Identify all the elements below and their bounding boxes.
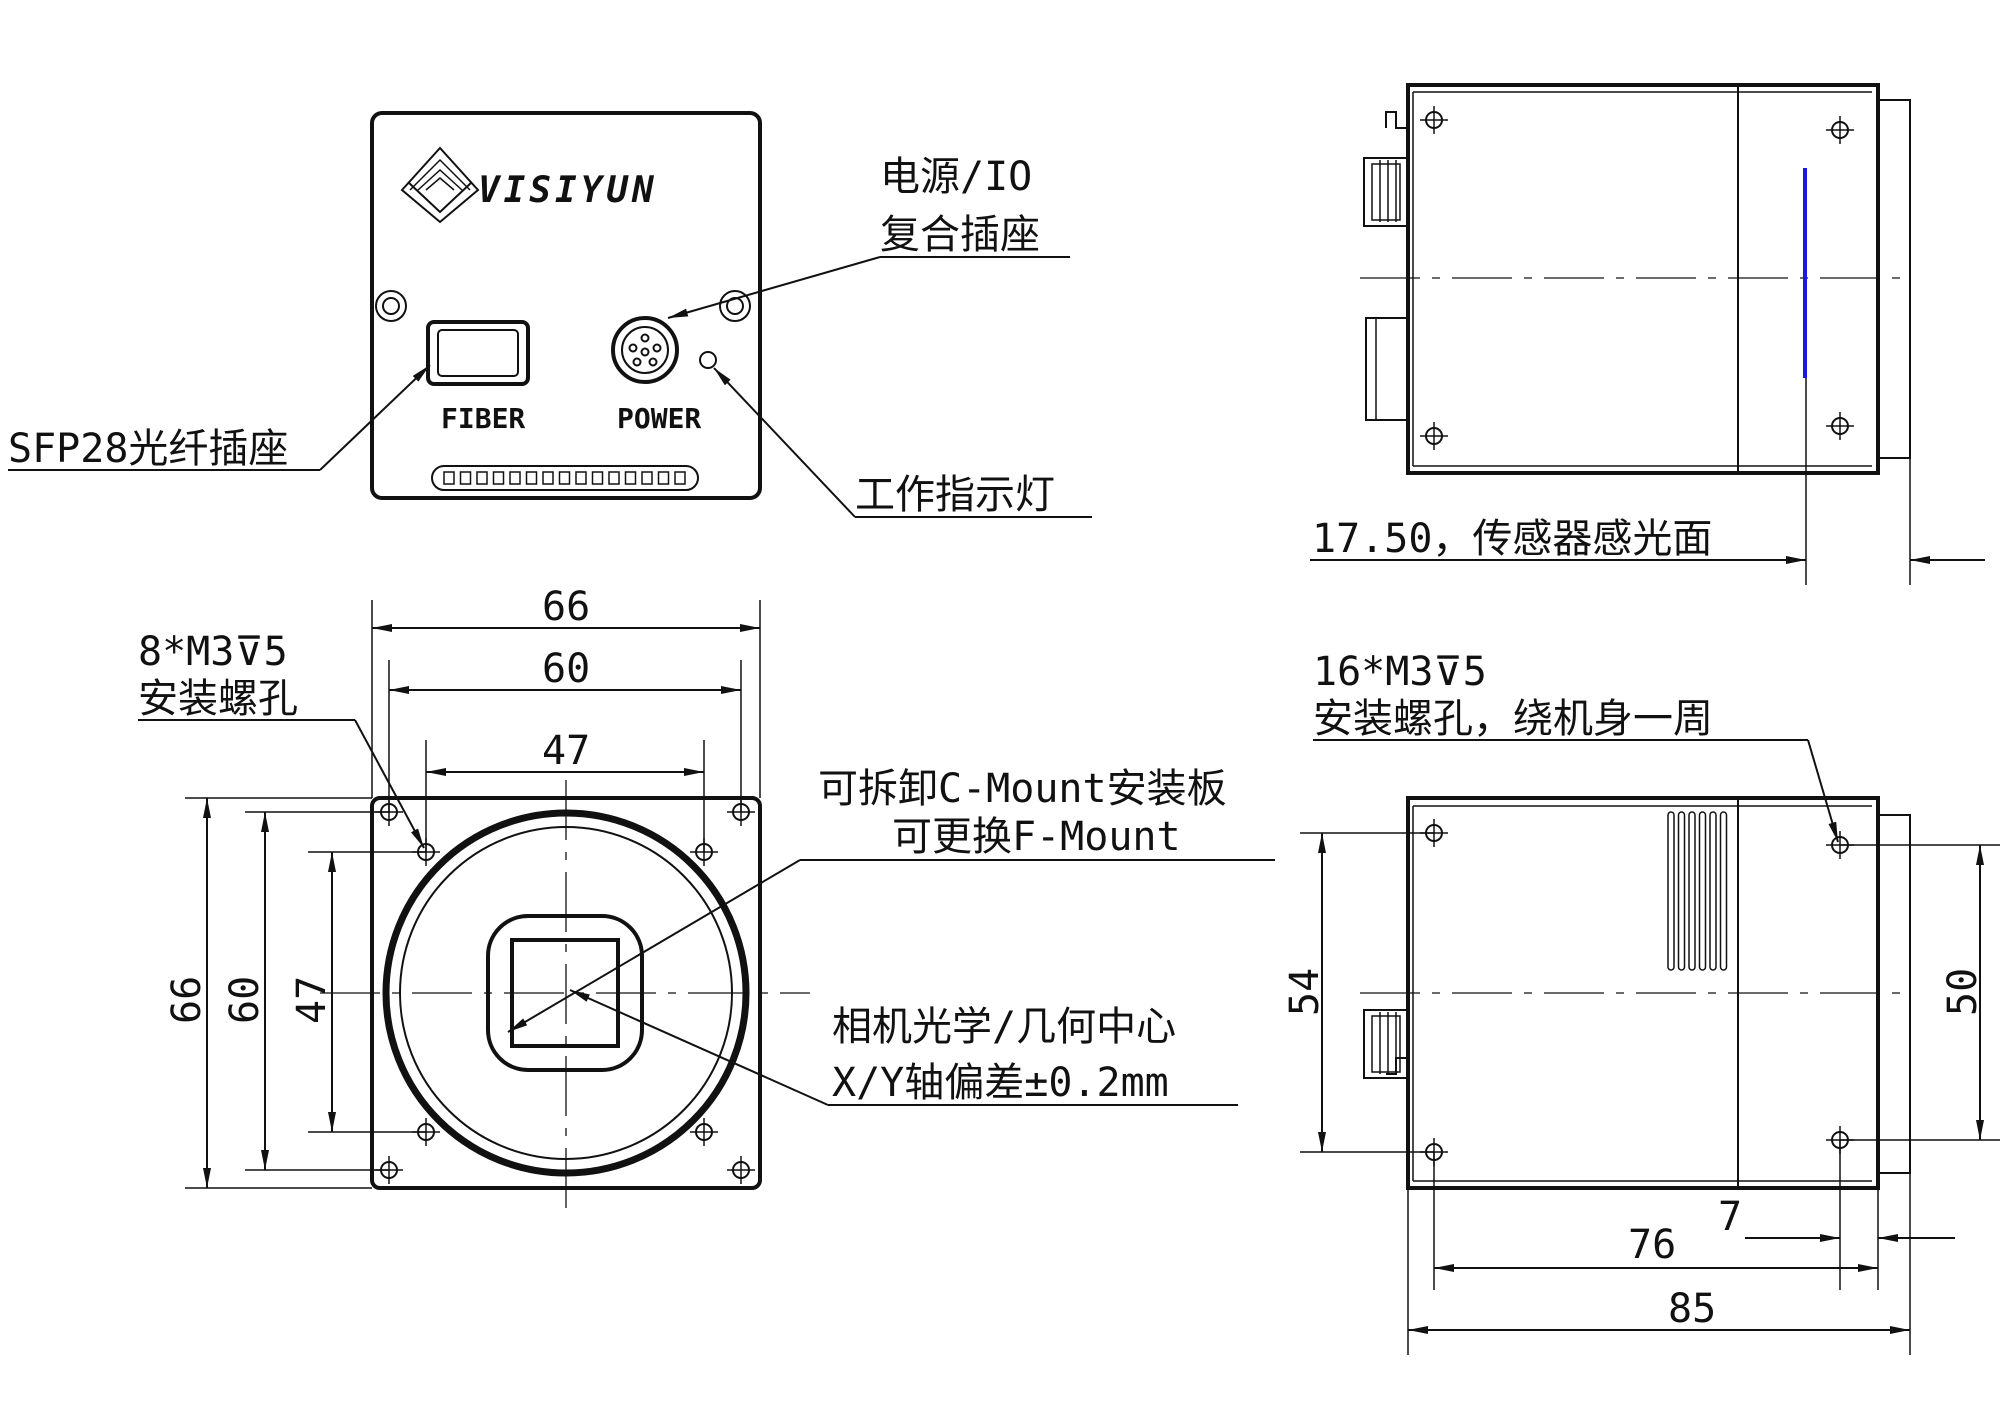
mount-screws bbox=[375, 798, 755, 1184]
mount-callout: 可拆卸C-Mount安装板 可更换F-Mount bbox=[507, 766, 1275, 1033]
optical-center-label-1: 相机光学/几何中心 bbox=[832, 1004, 1176, 1050]
heat-sink-fin bbox=[1719, 811, 1728, 971]
vent-slot bbox=[542, 471, 554, 485]
sensor-plane-label: 17.50，传感器感光面 bbox=[1312, 516, 1712, 562]
vent-slot bbox=[608, 471, 620, 485]
body-outline-top bbox=[1406, 83, 1880, 475]
heat-sink-fin bbox=[1709, 811, 1717, 971]
vent-slot bbox=[657, 471, 670, 485]
width-dimensions: 66 60 47 bbox=[371, 584, 761, 852]
dim-side-50: 50 bbox=[1940, 968, 1986, 1016]
body-screws-callout: 16*M3⊽5 安装螺孔，绕机身一周 bbox=[1313, 649, 1839, 843]
body-screws-label-1: 16*M3⊽5 bbox=[1313, 649, 1487, 695]
vent-slot bbox=[443, 471, 455, 485]
vent-slots bbox=[431, 465, 699, 491]
dim-height-66: 66 bbox=[164, 976, 210, 1024]
indicator-led bbox=[699, 351, 717, 369]
dim-width-60: 60 bbox=[542, 646, 590, 692]
side-screws-top bbox=[1420, 106, 1854, 450]
power-io-label-2: 复合插座 bbox=[880, 212, 1040, 258]
vent-slot bbox=[624, 471, 637, 485]
vent-slot bbox=[492, 471, 505, 485]
vent-slot bbox=[509, 471, 521, 485]
heat-sink-fin bbox=[1688, 811, 1696, 971]
side-view-bottom bbox=[1360, 796, 1911, 1190]
dim-height-60: 60 bbox=[222, 976, 268, 1024]
vent-slot bbox=[476, 471, 488, 485]
mount-label-1: 可拆卸C-Mount安装板 bbox=[818, 766, 1227, 812]
height-dimensions: 66 60 47 bbox=[164, 797, 426, 1189]
power-io-callout: 电源/IO 复合插座 bbox=[667, 154, 1070, 319]
vent-slot bbox=[525, 471, 538, 485]
front-plate-bottom bbox=[1877, 814, 1911, 1174]
body-screws-label-2: 安装螺孔，绕机身一周 bbox=[1313, 696, 1713, 742]
logo-text: VISIYUN bbox=[478, 170, 658, 211]
front-screws-label-1: 8*M3⊽5 bbox=[138, 629, 288, 675]
optical-center-label-2: X/Y轴偏差±0.2mm bbox=[832, 1060, 1169, 1106]
dim-width-66: 66 bbox=[542, 584, 590, 630]
side-length-dimensions: 7 76 85 bbox=[1407, 1140, 1955, 1355]
vent-slot bbox=[641, 471, 653, 485]
sfp28-port bbox=[426, 320, 530, 386]
side-power-connector-top bbox=[1363, 111, 1409, 227]
optical-center-callout: 相机光学/几何中心 X/Y轴偏差±0.2mm bbox=[569, 989, 1238, 1106]
fiber-label: FIBER bbox=[441, 402, 525, 435]
indicator-callout: 工作指示灯 bbox=[713, 367, 1092, 518]
vent-slot bbox=[575, 471, 587, 485]
heat-sink-fin bbox=[1667, 811, 1675, 971]
front-screws-label-2: 安装螺孔 bbox=[138, 676, 298, 722]
vent-slot bbox=[591, 471, 604, 485]
side-power-connector-bottom bbox=[1363, 1009, 1409, 1079]
front-screws-callout: 8*M3⊽5 安装螺孔 bbox=[138, 629, 425, 849]
sfp28-label: SFP28光纤插座 bbox=[8, 426, 288, 472]
vent-slot bbox=[459, 471, 472, 485]
heat-sink-fin bbox=[1698, 811, 1707, 971]
power-io-label-1: 电源/IO bbox=[880, 154, 1032, 200]
power-label: POWER bbox=[617, 402, 701, 435]
vent-slot bbox=[674, 471, 686, 485]
sfp28-callout: SFP28光纤插座 bbox=[8, 364, 431, 472]
indicator-label: 工作指示灯 bbox=[855, 472, 1055, 518]
heat-sink-fin bbox=[1677, 811, 1686, 971]
sensor-plane-dimension: 17.50，传感器感光面 bbox=[1310, 458, 1985, 585]
front-screw-left bbox=[375, 290, 407, 322]
dim-length-76: 76 bbox=[1628, 1222, 1676, 1268]
mount-front-view bbox=[320, 780, 810, 1210]
power-io-connector bbox=[611, 316, 679, 384]
mount-label-2: 可更换F-Mount bbox=[892, 814, 1181, 860]
front-view: VISIYUN FIBER POWER bbox=[370, 111, 762, 500]
dim-side-54: 54 bbox=[1282, 968, 1328, 1016]
vent-slot bbox=[558, 471, 571, 485]
side-view-top bbox=[1360, 83, 1911, 585]
dim-length-7: 7 bbox=[1718, 1194, 1742, 1240]
visiyun-logo: VISIYUN bbox=[400, 146, 658, 224]
dim-length-85: 85 bbox=[1668, 1286, 1716, 1332]
dim-width-47: 47 bbox=[542, 728, 590, 774]
side-height-dimensions: 54 50 bbox=[1282, 832, 2000, 1153]
side-fiber-connector-top bbox=[1365, 317, 1409, 421]
front-housing bbox=[370, 111, 762, 500]
heat-sink-fins bbox=[1667, 811, 1728, 971]
front-plate-top bbox=[1877, 99, 1911, 459]
dim-height-47: 47 bbox=[289, 976, 335, 1024]
